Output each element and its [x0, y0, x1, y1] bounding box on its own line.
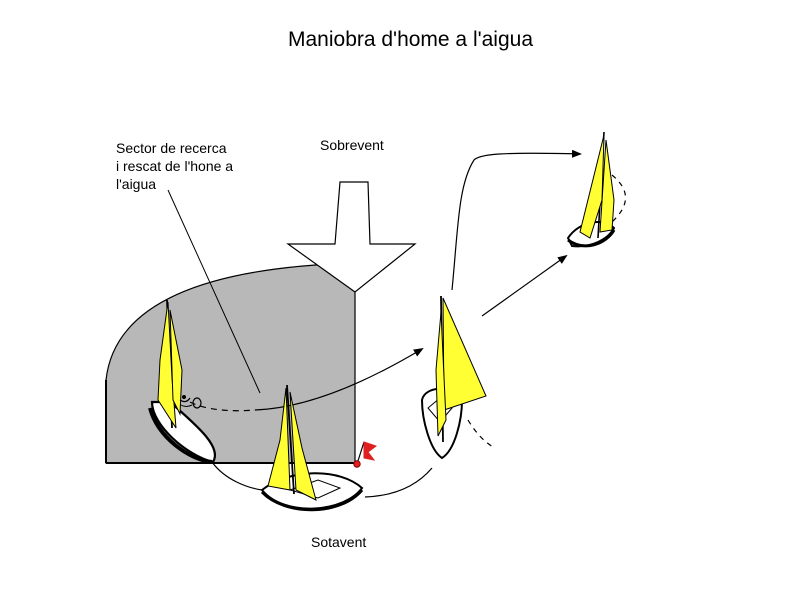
course-dashed-tail [467, 419, 496, 449]
downwind-label: Sotavent [311, 534, 367, 550]
boat-windward-deck [427, 397, 453, 423]
sector-label-line: Sector de recerca [116, 140, 227, 156]
boat-leeward-mast [286, 384, 295, 495]
course-arrow-diagonal [481, 254, 568, 317]
boat-leeward-mainsail [267, 387, 291, 491]
boat-windward-mainsail [442, 297, 487, 411]
boat-recovered-jib [599, 139, 615, 233]
course-arrow-bottom-right [364, 467, 433, 498]
boat-recovered-hull-shadow [567, 229, 616, 248]
boat-leeward [260, 384, 364, 512]
wind-arrow-icon [286, 181, 417, 293]
label-leader-line [167, 189, 261, 394]
marker-buoy-flag-icon [353, 441, 378, 468]
diagram-title: Maniobra d'home a l'aigua [288, 28, 534, 51]
boat-leeward-hull-shadow [260, 488, 364, 512]
boat-in-sector-hull-shadow [148, 407, 213, 464]
boat-in-sector-hull [150, 400, 216, 464]
search-sector [105, 262, 356, 464]
course-arrow-to-top [451, 149, 582, 291]
sector-label-line: l'aigua [116, 176, 157, 192]
sector-label-line: i rescat de l'hone a [116, 158, 234, 174]
boat-windward-jib [435, 311, 447, 437]
boat-recovered-mainsail [579, 134, 605, 239]
sector-label: Sector de recerca i rescat de l'hone a l… [116, 139, 233, 193]
upwind-label: Sobrevent [320, 137, 384, 153]
boat-in-sector [148, 299, 216, 464]
course-arrow-leeward-curve [211, 461, 263, 491]
boat-in-sector-mainsail [157, 301, 177, 429]
course-dashed-loop [611, 174, 627, 223]
course-dashed-path [189, 401, 256, 412]
boat-windward [420, 295, 487, 460]
boat-leeward-jib [289, 391, 317, 501]
person-in-water-icon [179, 395, 202, 409]
course-arrow-to-windward [254, 347, 424, 411]
boat-in-sector-jib [169, 309, 183, 416]
boat-recovered [566, 131, 616, 248]
